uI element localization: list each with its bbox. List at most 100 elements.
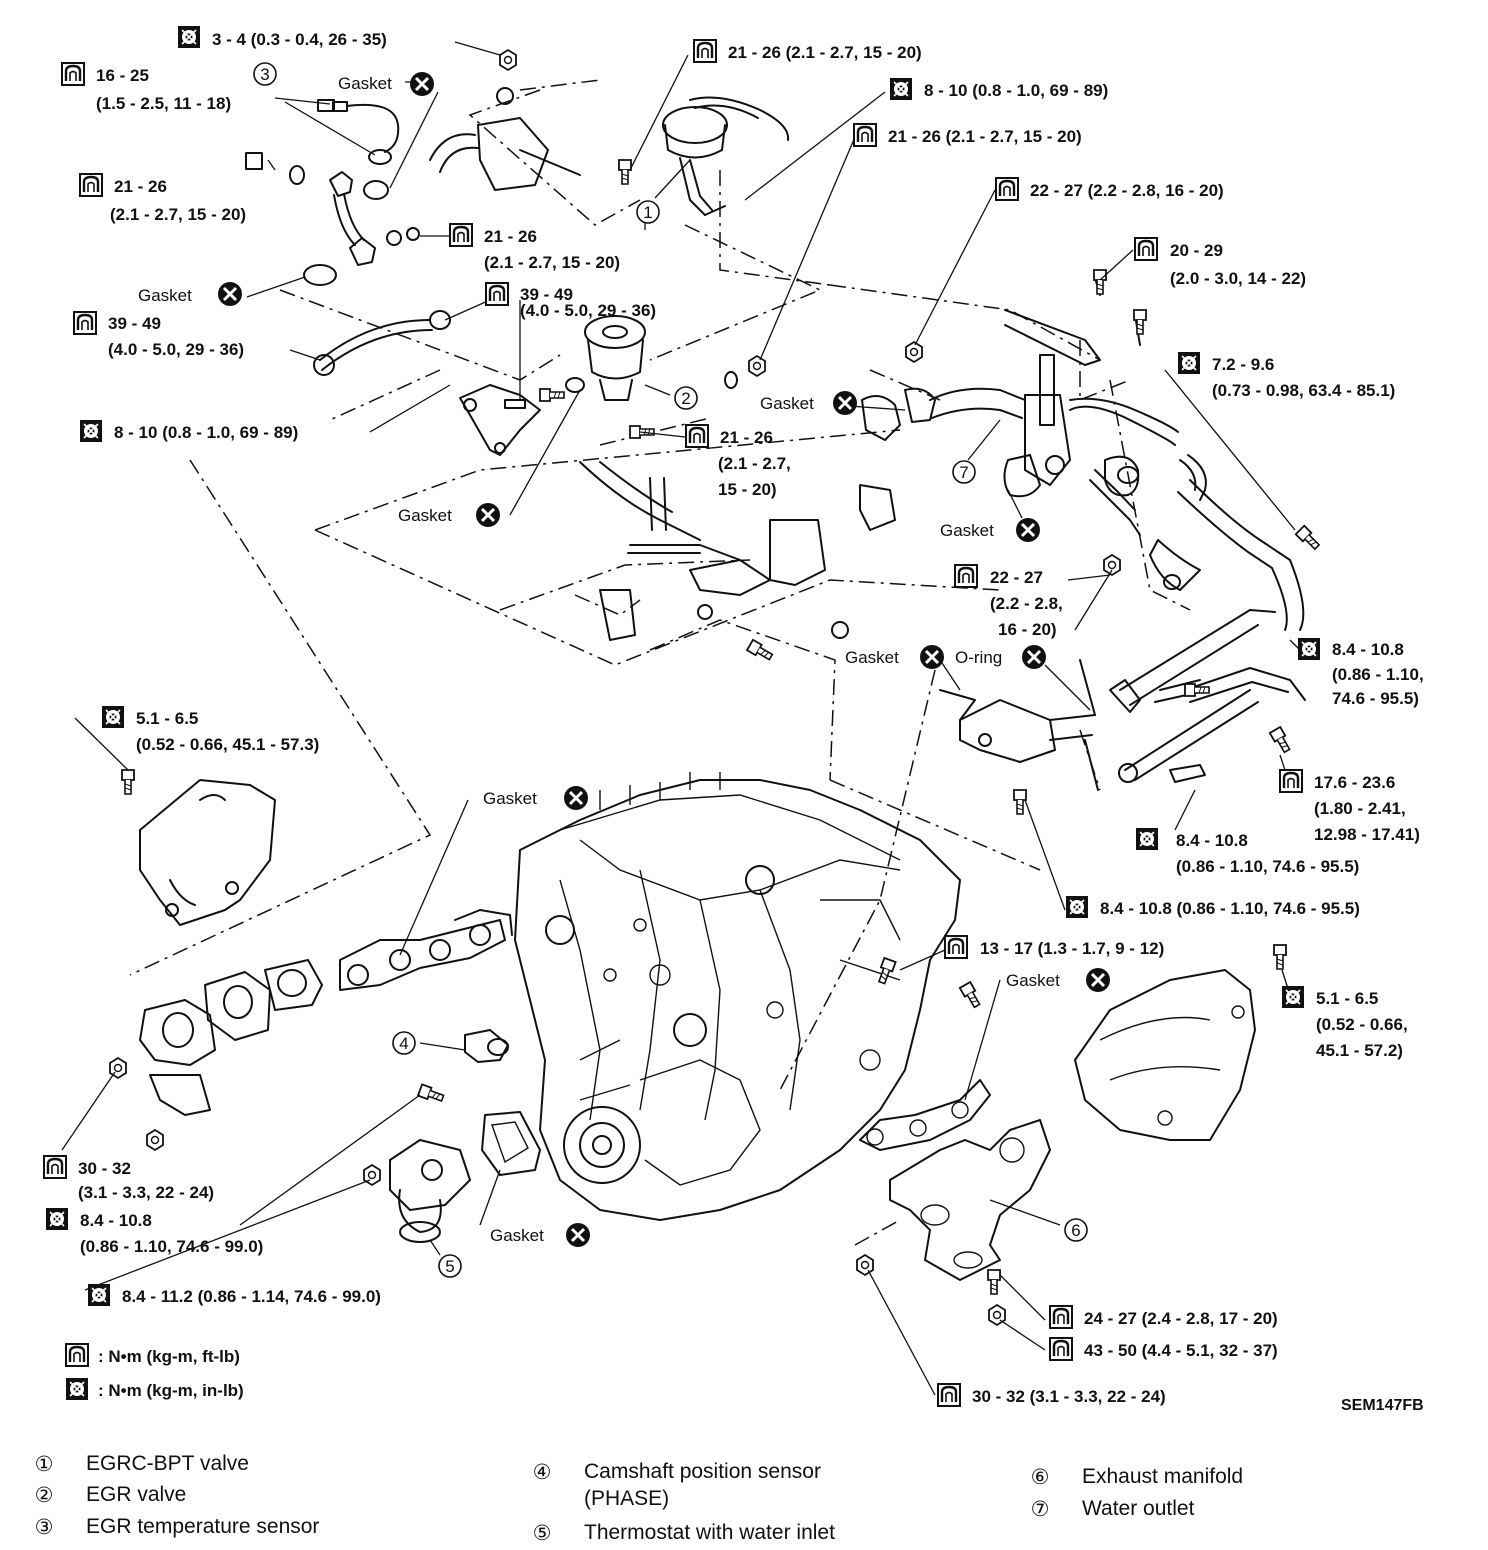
torque-spec: (2.1 - 2.7, 15 - 20) — [484, 253, 620, 272]
gasket-label: Gasket — [338, 74, 392, 93]
intake-harness — [579, 461, 896, 664]
part-callouts: 1 2 3 4 5 6 7 — [253, 62, 1088, 1278]
gasket-marks: Gasket Gasket Gasket Gasket Gasket Gaske… — [138, 70, 1112, 1249]
legend-mark: ⑤ — [532, 1522, 552, 1545]
torque-inlb-icon — [1065, 895, 1089, 919]
svg-text:3: 3 — [260, 65, 269, 84]
torque-spec: 8.4 - 10.8 — [80, 1211, 152, 1230]
torque-ftlb-icon — [60, 61, 86, 87]
key-ftlb: : N•m (kg-m, ft-lb) — [98, 1347, 240, 1366]
svg-text:2: 2 — [681, 389, 690, 408]
torque-ftlb-icon — [852, 122, 878, 148]
legend-mark: ④ — [532, 1461, 552, 1484]
gasket-label: Gasket — [940, 521, 994, 540]
gasket-label: Gasket — [483, 789, 537, 808]
torque-spec: 8.4 - 10.8 — [1176, 831, 1248, 850]
callout-6: 6 — [1064, 1218, 1088, 1242]
torque-labels: 3 - 4 (0.3 - 0.4, 26 - 35) 16 - 25 (1.5 … — [42, 25, 1424, 1408]
torque-spec: 21 - 26 — [114, 177, 167, 196]
torque-spec: 7.2 - 9.6 — [1212, 355, 1274, 374]
legend-text: Camshaft position sensor — [584, 1460, 821, 1483]
key-inlb: : N•m (kg-m, in-lb) — [98, 1381, 244, 1400]
torque-ftlb-icon — [1048, 1336, 1074, 1362]
replace-part-icon — [216, 280, 244, 308]
callout-5: 5 — [438, 1254, 462, 1278]
parts-drawing — [109, 49, 1323, 1326]
torque-spec: 8.4 - 11.2 (0.86 - 1.14, 74.6 - 99.0) — [122, 1287, 381, 1306]
legend-mark: ② — [34, 1484, 54, 1507]
svg-text:5: 5 — [445, 1257, 454, 1276]
torque-ftlb-icon — [1278, 768, 1304, 794]
egr-tube — [313, 310, 451, 376]
legend-text: Thermostat with water inlet — [584, 1521, 835, 1544]
torque-spec: 5.1 - 6.5 — [136, 709, 198, 728]
replace-part-icon — [408, 70, 436, 98]
torque-spec: 12.98 - 17.41) — [1314, 825, 1420, 844]
torque-inlb-icon — [45, 1207, 69, 1231]
torque-inlb-icon — [1177, 351, 1201, 375]
torque-spec: 16 - 25 — [96, 66, 149, 85]
torque-ftlb-icon — [78, 172, 104, 198]
torque-spec: 15 - 20) — [718, 480, 777, 499]
torque-ftlb-icon — [72, 310, 98, 336]
torque-inlb-icon — [1281, 985, 1305, 1009]
torque-spec: 43 - 50 (4.4 - 5.1, 32 - 37) — [1084, 1341, 1278, 1360]
torque-inlb-icon — [177, 25, 201, 49]
torque-spec: (3.1 - 3.3, 22 - 24) — [78, 1183, 214, 1202]
torque-spec: (4.0 - 5.0, 29 - 36) — [108, 340, 244, 359]
callout-7: 7 — [952, 460, 976, 484]
torque-spec: 13 - 17 (1.3 - 1.7, 9 - 12) — [980, 939, 1164, 958]
torque-spec: 21 - 26 (2.1 - 2.7, 15 - 20) — [728, 43, 922, 62]
replace-part-icon — [1020, 643, 1048, 671]
legend-mark: ③ — [34, 1516, 54, 1539]
thermostat-water-inlet — [363, 1111, 541, 1243]
torque-ftlb-icon — [1048, 1304, 1074, 1330]
torque-ftlb-icon — [484, 281, 510, 307]
torque-inlb-icon — [101, 705, 125, 729]
torque-spec: (0.52 - 0.66, — [1316, 1015, 1408, 1034]
torque-inlb-icon — [889, 77, 913, 101]
torque-ftlb-icon — [692, 38, 718, 64]
legend-text: (PHASE) — [584, 1487, 670, 1510]
leader-lines — [61, 41, 1301, 1396]
torque-spec: 8 - 10 (0.8 - 1.0, 69 - 89) — [114, 423, 298, 442]
replace-part-icon — [562, 784, 590, 812]
figure-code: SEM147FB — [1341, 1397, 1424, 1414]
legend-text: EGR valve — [86, 1483, 187, 1506]
torque-ftlb-icon — [994, 176, 1020, 202]
torque-ftlb-icon — [943, 934, 969, 960]
water-pipe-flange — [939, 659, 1099, 815]
gasket-label: Gasket — [490, 1226, 544, 1245]
callout-4: 4 — [392, 1031, 416, 1055]
torque-spec: 45.1 - 57.2) — [1316, 1041, 1403, 1060]
torque-spec: 20 - 29 — [1170, 241, 1223, 260]
egrc-bpt-valve — [429, 87, 790, 216]
legend-text: Water outlet — [1082, 1497, 1195, 1520]
oring-label: O-ring — [955, 648, 1002, 667]
replace-part-icon — [831, 389, 859, 417]
torque-spec: 8.4 - 10.8 (0.86 - 1.10, 74.6 - 95.5) — [1100, 899, 1360, 918]
gasket-label: Gasket — [398, 506, 452, 525]
replace-part-icon — [1014, 516, 1042, 544]
units-key: : N•m (kg-m, ft-lb) : N•m (kg-m, in-lb) — [64, 1342, 244, 1401]
gasket-label: Gasket — [1006, 971, 1060, 990]
heat-insulator-right — [1074, 944, 1287, 1141]
replace-part-icon — [474, 501, 502, 529]
torque-inlb-icon — [87, 1283, 111, 1307]
torque-ftlb-icon — [953, 563, 979, 589]
water-outlet — [748, 309, 1207, 591]
torque-spec: 39 - 49 — [108, 314, 161, 333]
torque-spec: 16 - 20) — [998, 620, 1057, 639]
callout-2: 2 — [674, 386, 698, 410]
torque-spec: (0.86 - 1.10, — [1332, 665, 1424, 684]
legend-text: Exhaust manifold — [1082, 1465, 1244, 1488]
replace-part-icon — [1084, 966, 1112, 994]
legend-mark: ① — [34, 1453, 54, 1476]
torque-spec: (2.2 - 2.8, — [990, 594, 1063, 613]
callout-1: 1 — [636, 200, 660, 224]
torque-spec: 24 - 27 (2.4 - 2.8, 17 - 20) — [1084, 1309, 1278, 1328]
torque-ftlb-icon — [684, 423, 710, 449]
torque-inlb-icon — [65, 1377, 89, 1401]
torque-spec: (2.1 - 2.7, 15 - 20) — [110, 205, 246, 224]
callout-3: 3 — [253, 62, 277, 86]
